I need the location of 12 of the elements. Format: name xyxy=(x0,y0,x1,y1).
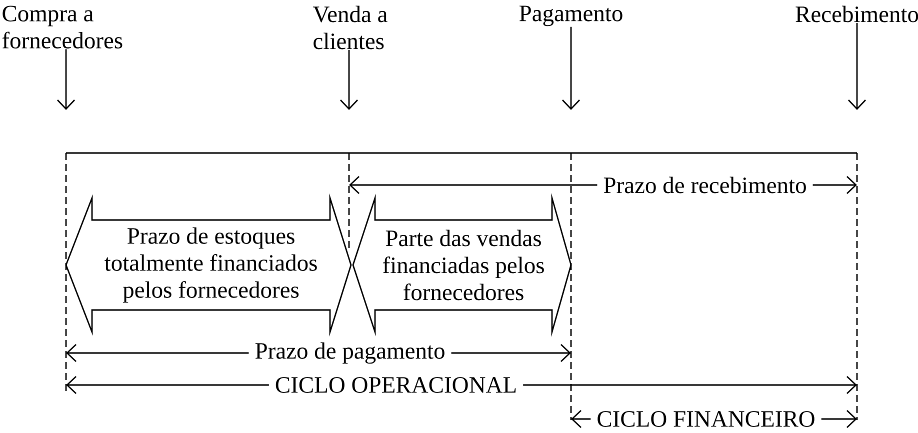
arrow xyxy=(562,26,580,110)
dimension-label: CICLO OPERACIONAL xyxy=(268,376,524,394)
arrow xyxy=(57,49,76,110)
dimension-label: CICLO FINANCEIRO xyxy=(590,410,822,428)
arrow xyxy=(340,50,358,110)
event-label: Pagamento xyxy=(519,6,622,26)
event-label: Compra a fornecedores xyxy=(2,6,122,48)
dimension-label: Prazo de pagamento xyxy=(248,341,452,365)
event-label: Recebimento xyxy=(796,6,918,22)
dimension-label: Prazo de recebimento xyxy=(597,176,813,194)
event-label: Venda a clientes xyxy=(312,6,388,50)
arrow xyxy=(848,22,866,110)
